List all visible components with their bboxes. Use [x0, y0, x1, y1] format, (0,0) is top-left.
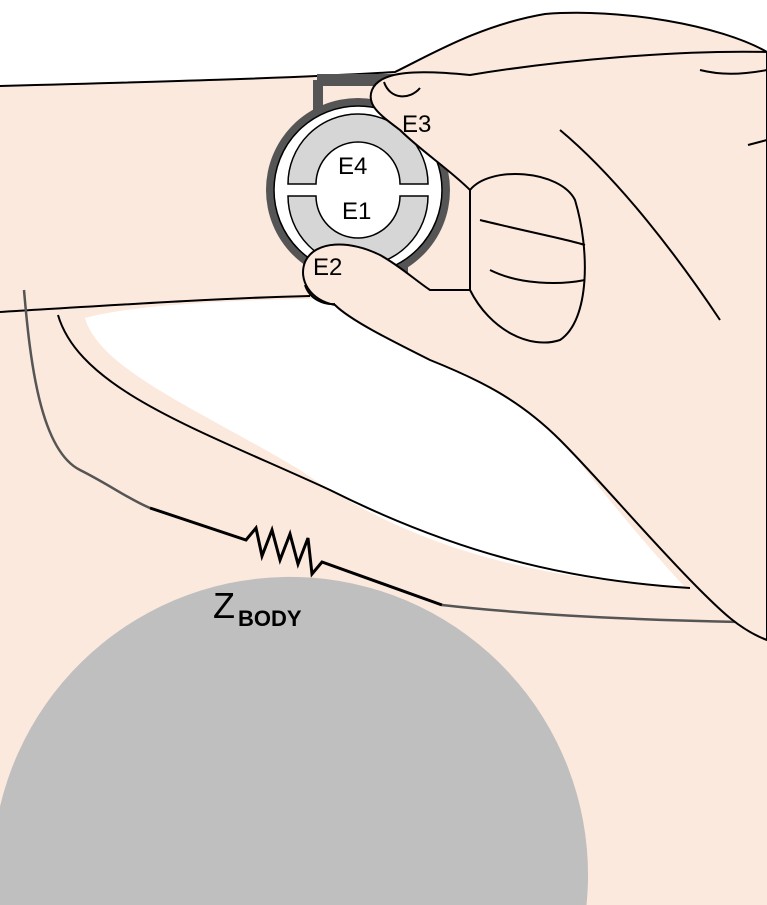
arm-outline-right: [441, 603, 741, 624]
watch-lug: [313, 80, 323, 110]
finger-crease-1: [479, 219, 586, 246]
body-circle: [0, 576, 589, 905]
arm-top-outline: [0, 11, 767, 87]
label-z-subscript: BODY: [238, 606, 302, 631]
knuckle-line: [699, 69, 767, 75]
palm-line: [559, 129, 721, 321]
watch: [266, 98, 450, 282]
label-z: Z: [213, 585, 235, 626]
finger-crease-2: [489, 269, 586, 284]
sleeve-region: [85, 298, 684, 586]
forearm-inner-line: [57, 314, 691, 589]
background-above-arm: [0, 0, 767, 86]
knuckle-line-2: [747, 139, 767, 146]
label-e2: E2: [313, 254, 342, 281]
fingernail-e2: [304, 284, 336, 306]
body-impedance-resistor: [149, 506, 443, 607]
electrode-ring-top: [287, 113, 429, 185]
hand: [302, 50, 767, 641]
wrist-line: [0, 295, 311, 313]
finger-knuckles: [469, 173, 586, 344]
arm-outline-left: [22, 289, 151, 510]
label-e4: E4: [338, 153, 367, 180]
label-e3: E3: [402, 111, 431, 138]
label-e1: E1: [342, 198, 371, 225]
thumbnail-e3: [383, 81, 421, 98]
